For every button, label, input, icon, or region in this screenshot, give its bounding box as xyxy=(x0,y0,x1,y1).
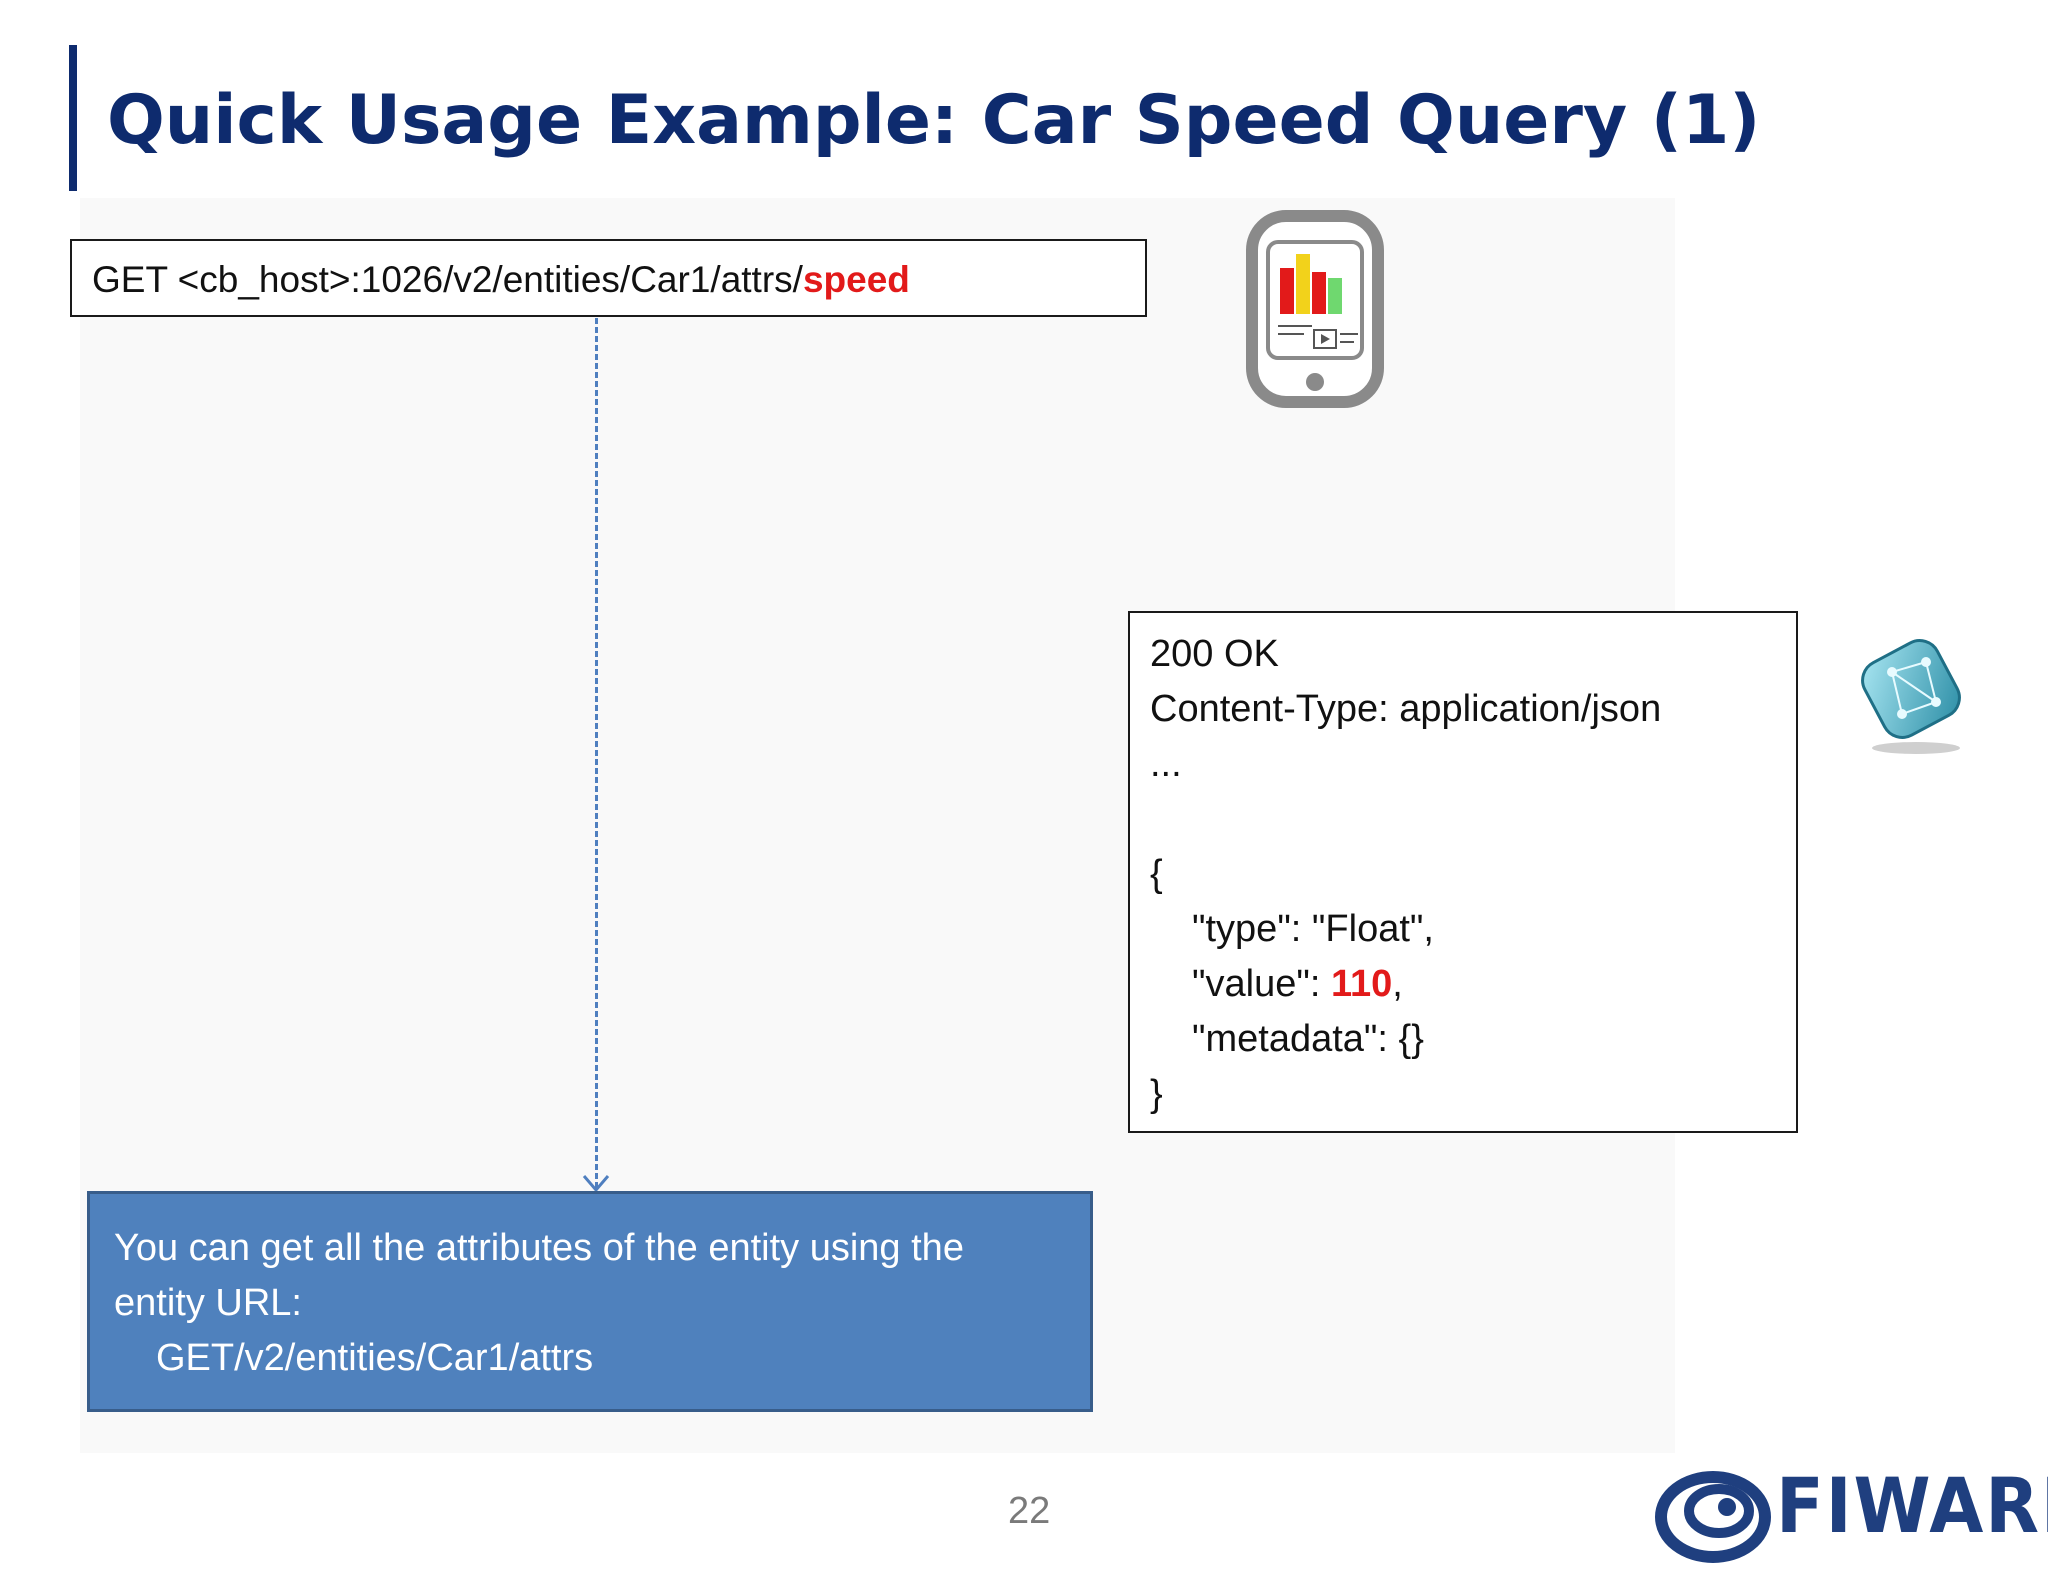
request-flow-dashed-line xyxy=(595,318,598,1188)
response-value-key: "value": xyxy=(1192,963,1331,1005)
request-url: GET <cb_host>:1026/v2/entities/Car1/attr… xyxy=(92,259,803,300)
page-number: 22 xyxy=(1008,1490,1051,1532)
context-broker-cube-icon xyxy=(1861,639,1961,754)
response-box: 200 OK Content-Type: application/json ..… xyxy=(1128,611,1798,1133)
request-attribute-highlight: speed xyxy=(802,259,910,300)
fiware-logo-text: FIWARE xyxy=(1776,1461,2048,1550)
title-accent-bar xyxy=(69,45,77,191)
response-open-brace: { xyxy=(1150,853,1163,895)
response-value-line: "value": 110, xyxy=(1150,957,1776,1012)
note-line-1: You can get all the attributes of the en… xyxy=(114,1227,964,1269)
response-close-brace: } xyxy=(1150,1073,1163,1115)
response-content-type: Content-Type: application/json xyxy=(1150,688,1662,730)
response-blank-line xyxy=(1150,792,1776,847)
slide-title: Quick Usage Example: Car Speed Query (1) xyxy=(107,81,1761,160)
response-status: 200 OK xyxy=(1150,633,1279,675)
fiware-logo-icon xyxy=(1655,1471,1771,1563)
response-value-highlight: 110 xyxy=(1330,963,1393,1005)
response-type-line: "type": "Float", xyxy=(1192,908,1434,950)
response-ellipsis: ... xyxy=(1150,743,1182,785)
note-entity-url: GET/v2/entities/Car1/attrs xyxy=(156,1337,594,1379)
info-note-box: You can get all the attributes of the en… xyxy=(87,1191,1093,1412)
note-line-2: entity URL: xyxy=(114,1282,302,1324)
request-box: GET <cb_host>:1026/v2/entities/Car1/attr… xyxy=(70,239,1147,317)
response-metadata-line: "metadata": {} xyxy=(1192,1018,1424,1060)
smartphone-icon xyxy=(1246,210,1384,408)
flow-arrowhead-icon xyxy=(582,1175,610,1193)
response-value-suffix: , xyxy=(1392,963,1403,1005)
